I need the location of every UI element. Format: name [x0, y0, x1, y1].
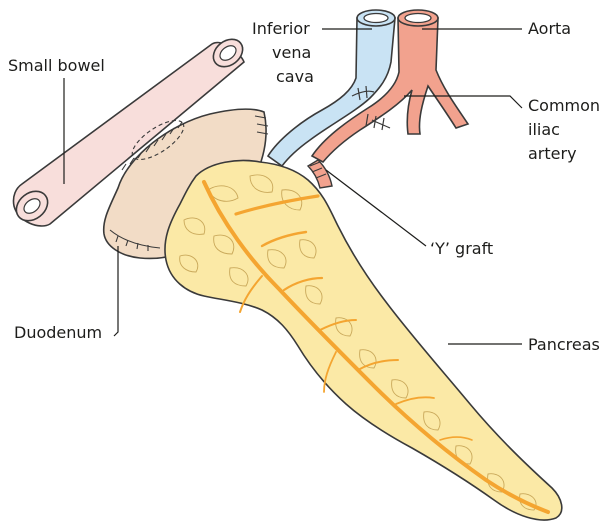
- label-pancreas: Pancreas: [528, 335, 600, 354]
- leader-duodenum: [114, 246, 118, 336]
- label-aorta: Aorta: [528, 19, 571, 38]
- label-duodenum: Duodenum: [14, 323, 102, 342]
- label-common: Common: [528, 96, 600, 115]
- label-ivc-line3: cava: [276, 67, 314, 86]
- label-small-bowel: Small bowel: [8, 56, 105, 75]
- label-artery: artery: [528, 144, 577, 163]
- label-ivc-line1: Inferior: [252, 19, 310, 38]
- label-y-graft: ‘Y’ graft: [430, 239, 493, 258]
- label-ivc-line2: vena: [272, 43, 311, 62]
- label-iliac: iliac: [528, 120, 560, 139]
- pancreas: [165, 161, 562, 520]
